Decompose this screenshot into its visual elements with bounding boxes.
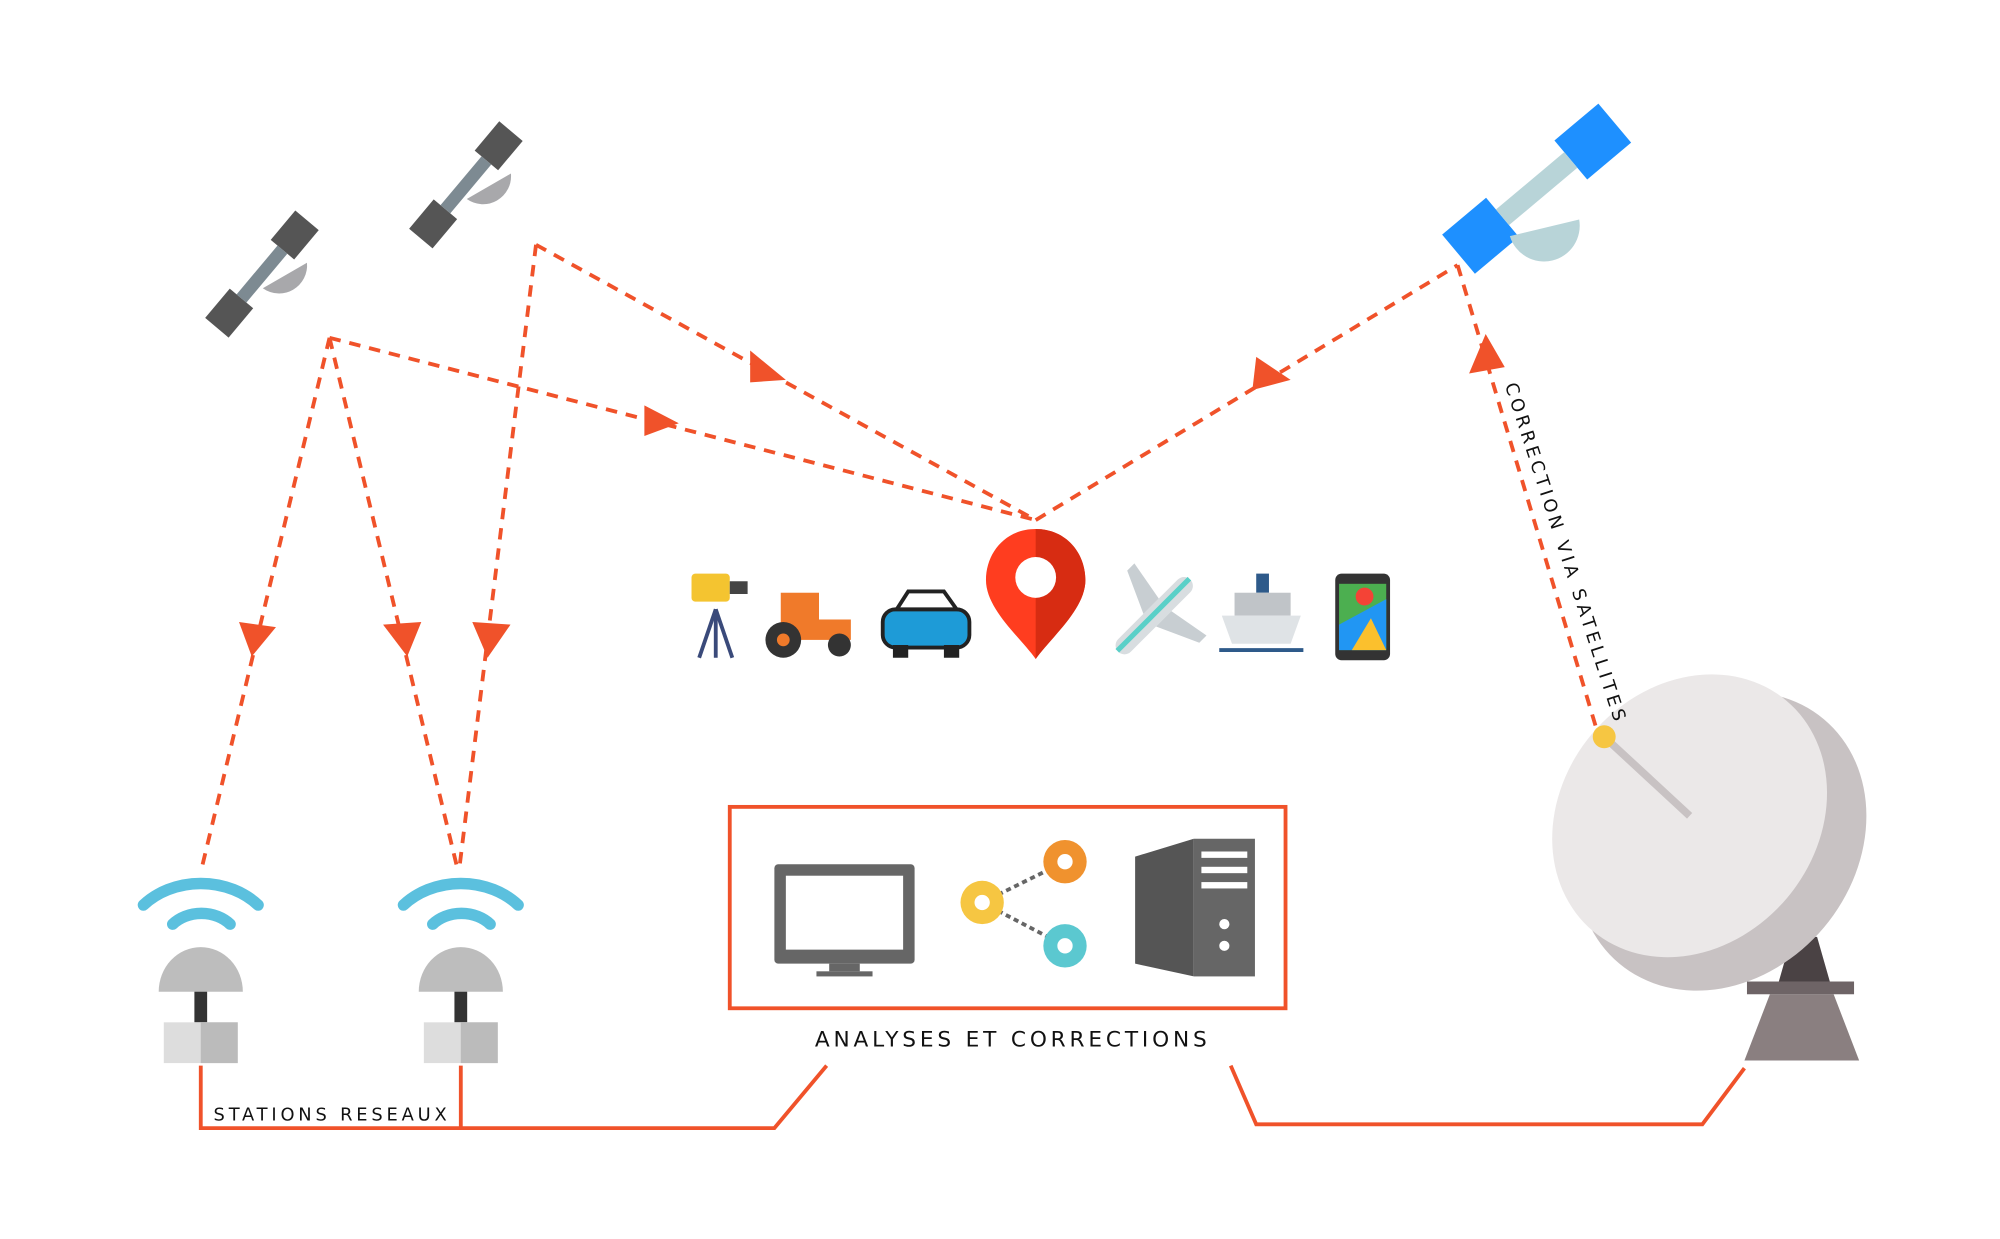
satellite-icon [409, 121, 523, 249]
gears-icon [960, 840, 1087, 968]
satellite-icon [1442, 103, 1632, 274]
dish-connection-line [1228, 1064, 1746, 1127]
airplane-icon [1115, 563, 1207, 655]
tractor-icon [765, 592, 851, 658]
smartphone-map-icon [1335, 573, 1391, 661]
monitor-icon [774, 864, 915, 977]
analyses-box [727, 804, 1288, 1011]
ship-icon [1219, 573, 1304, 653]
signal-lines [200, 243, 1599, 868]
car-icon [880, 589, 972, 658]
arrowheads [239, 333, 1505, 658]
stations-label: STATIONS RESEAUX [214, 1104, 451, 1125]
surveying-instrument-icon [691, 573, 748, 659]
gnss-station-icon [397, 877, 524, 1064]
satellite-dish-icon [1552, 674, 1867, 1061]
server-icon [1135, 838, 1255, 977]
stations-connection-line [198, 1064, 829, 1131]
location-pin-icon [985, 528, 1086, 660]
analyses-label: ANALYSES ET CORRECTIONS [815, 1028, 1211, 1053]
gnss-station-icon [137, 877, 264, 1064]
correction-label: CORRECTION VIA SATELLITES [1500, 380, 1631, 727]
satellite-icon [205, 210, 319, 338]
